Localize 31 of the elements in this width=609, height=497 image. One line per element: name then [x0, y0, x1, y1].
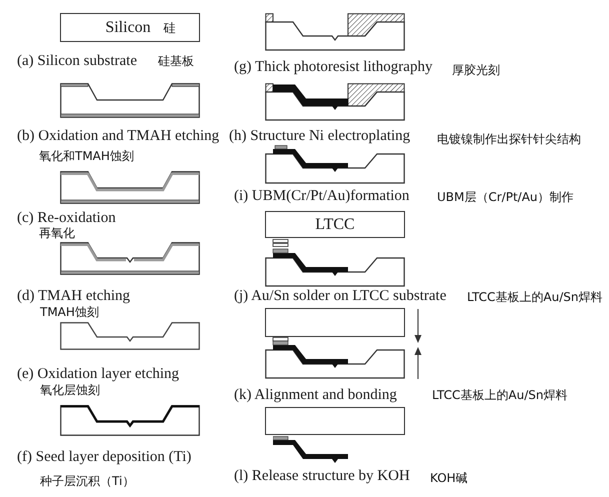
step-caption: (f) Seed layer deposition (Ti)	[17, 449, 192, 466]
step-caption: (g) Thick photoresist lithography	[234, 59, 432, 76]
step-caption: (j) Au/Sn solder on LTCC substrate	[234, 288, 446, 305]
translated-caption: 电镀镍制作出探针针尖结构	[437, 132, 581, 146]
block-label: LTCC	[315, 216, 355, 234]
step-caption: (b) Oxidation and TMAH etching	[17, 128, 220, 145]
substrate-block	[265, 211, 405, 238]
step-caption: (i) UBM(Cr/Pt/Au)formation	[234, 188, 410, 205]
translated-caption: 硅基板	[158, 54, 194, 68]
translated-caption: 厚胶光刻	[452, 63, 500, 77]
translated-caption: LTCC基板上的Au/Sn焊料	[432, 388, 568, 402]
block-label: Silicon	[105, 18, 151, 36]
translated-caption: 种子层沉积（Ti）	[40, 474, 134, 488]
step-caption: (d) TMAH etching	[17, 288, 130, 305]
step-caption: (h) Structure Ni electroplating	[229, 128, 410, 145]
translated-caption: UBM层（Cr/Pt/Au）制作	[437, 190, 574, 204]
step-caption: (e) Oxidation layer etching	[17, 366, 180, 383]
step-caption: (a) Silicon substrate	[17, 53, 137, 70]
translated-caption: KOH碱	[430, 471, 468, 485]
block-label: 硅	[164, 20, 176, 34]
step-caption: (l) Release structure by KOH	[234, 468, 410, 485]
translated-caption: 氧化层蚀刻	[40, 383, 100, 397]
translated-caption: 氧化和TMAH蚀刻	[39, 149, 134, 163]
substrate-block	[60, 13, 200, 42]
substrate-block	[265, 407, 405, 435]
substrate-block	[265, 308, 405, 337]
step-caption: (c) Re-oxidation	[17, 210, 116, 227]
translated-caption: 再氧化	[39, 226, 75, 240]
translated-caption: TMAH蚀刻	[40, 305, 99, 319]
step-caption: (k) Alignment and bonding	[234, 387, 397, 404]
translated-caption: LTCC基板上的Au/Sn焊料	[467, 290, 602, 304]
